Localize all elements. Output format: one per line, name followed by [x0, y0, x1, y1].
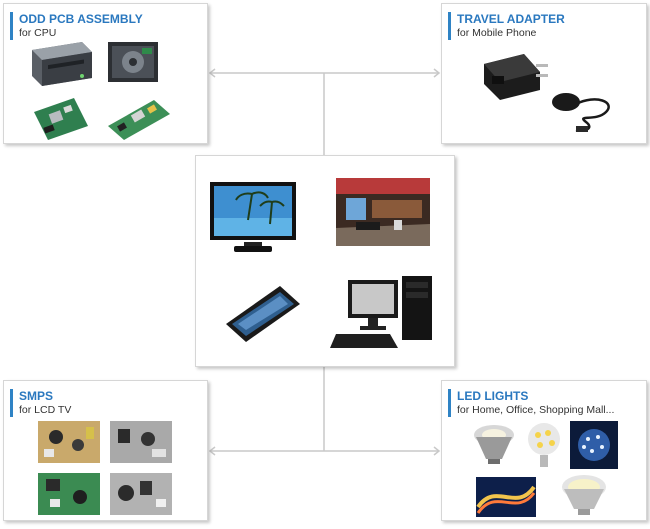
led-bulb-icon	[570, 421, 618, 469]
smps-card: SMPS for LCD TV	[3, 380, 208, 521]
card-subtitle: for LCD TV	[19, 404, 72, 416]
charger-cable-icon	[552, 93, 610, 132]
card-header: ODD PCB ASSEMBLY for CPU	[10, 12, 143, 40]
circuit-board-icon	[108, 100, 170, 140]
led-bulb-icon	[474, 425, 514, 464]
circuit-board-icon	[38, 473, 100, 515]
travel-adapter-card: TRAVEL ADAPTER for Mobile Phone	[441, 3, 647, 144]
card-header: SMPS for LCD TV	[10, 389, 71, 417]
card-subtitle: for Mobile Phone	[457, 27, 537, 39]
television-icon	[210, 182, 296, 252]
interior-room-icon	[336, 178, 430, 246]
led-strip-icon	[476, 477, 536, 517]
card-title: ODD PCB ASSEMBLY	[19, 12, 143, 26]
odd-pcb-assembly-card: ODD PCB ASSEMBLY for CPU	[3, 3, 208, 144]
circuit-board-icon	[110, 421, 172, 463]
circuit-board-icon	[34, 98, 88, 140]
card-title: SMPS	[19, 389, 54, 403]
card-subtitle: for Home, Office, Shopping Mall...	[457, 404, 615, 416]
center-applications-card	[195, 155, 455, 367]
optical-drive-icon	[32, 42, 92, 86]
circuit-board-icon	[110, 473, 172, 515]
circuit-board-icon	[38, 421, 100, 463]
led-bulb-icon	[562, 475, 606, 515]
card-header: TRAVEL ADAPTER for Mobile Phone	[448, 12, 565, 40]
card-title: LED LIGHTS	[457, 389, 529, 403]
led-lights-card: LED LIGHTS for Home, Office, Shopping Ma…	[441, 380, 647, 521]
card-header: LED LIGHTS for Home, Office, Shopping Ma…	[448, 389, 614, 417]
card-title: TRAVEL ADAPTER	[457, 12, 565, 26]
drive-mechanism-icon	[108, 42, 158, 82]
led-bulb-icon	[528, 423, 560, 467]
smartphone-icon	[226, 286, 300, 342]
card-subtitle: for CPU	[19, 27, 57, 39]
wall-adapter-icon	[484, 54, 548, 100]
desktop-computer-icon	[330, 276, 432, 348]
